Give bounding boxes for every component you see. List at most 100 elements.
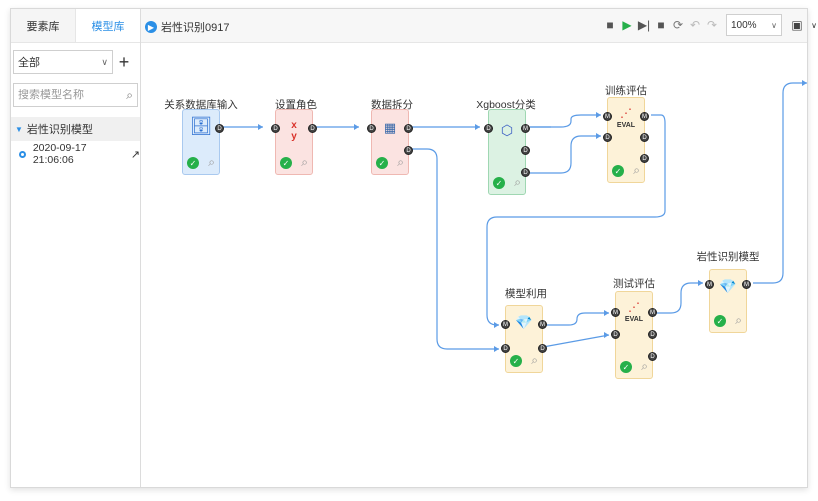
- gem-icon: 💎: [515, 314, 533, 330]
- magnifier-icon[interactable]: ⌕: [735, 313, 742, 327]
- node-xgboost[interactable]: ⬡ ✓ ⌕ D M D D: [484, 109, 530, 195]
- eval-chart-icon: ⋰: [620, 106, 632, 120]
- port-output-2[interactable]: D: [521, 146, 530, 155]
- node-data-split[interactable]: ▦ ✓ ⌕ D D D: [367, 109, 413, 175]
- port-model-in[interactable]: M: [611, 308, 620, 317]
- refresh-icon[interactable]: ⟳: [672, 18, 684, 32]
- node-db-input[interactable]: 🗄 ✓ ⌕ D: [182, 109, 224, 175]
- workflow-icon: ▶: [145, 21, 157, 33]
- magnifier-icon[interactable]: ⌕: [531, 353, 538, 367]
- document-title: ▶ 岩性识别0917: [145, 19, 229, 35]
- port-model-in[interactable]: M: [501, 320, 510, 329]
- checkmark-icon: ✓: [280, 157, 292, 169]
- magnifier-icon[interactable]: ⌕: [208, 155, 215, 169]
- node-model-apply[interactable]: 💎 ✓ ⌕ M D M D: [501, 305, 547, 373]
- node-test-eval[interactable]: ⋰ EVAL ✓ ⌕ M D M D D: [611, 291, 657, 379]
- edge-split-apply: [405, 148, 499, 350]
- node-train-eval[interactable]: ⋰ EVAL ✓ ⌕ M D M D D: [603, 97, 649, 183]
- magnifier-icon[interactable]: ⌕: [641, 359, 648, 373]
- version-dot-icon: [19, 150, 26, 158]
- caret-down-icon[interactable]: ▼: [15, 124, 23, 134]
- document-title-text: 岩性识别0917: [161, 22, 230, 34]
- port-output-1[interactable]: M: [648, 308, 657, 317]
- port-output-2[interactable]: D: [538, 344, 547, 353]
- port-input[interactable]: D: [367, 124, 376, 133]
- port-output-1[interactable]: M: [538, 320, 547, 329]
- filter-row: 全部 ∨ +: [11, 47, 140, 77]
- tab-element-library[interactable]: 要素库: [11, 9, 75, 42]
- magnifier-icon[interactable]: ⌕: [301, 155, 308, 169]
- edge-xgb-traineval2: [530, 135, 601, 174]
- node-input-label: 关系数据库输入: [164, 99, 238, 111]
- port-output-3[interactable]: D: [648, 352, 657, 361]
- edge-layer: [221, 80, 807, 352]
- port-model-in[interactable]: M: [705, 280, 714, 289]
- tree-group-label: 岩性识别模型: [26, 124, 93, 136]
- search-input[interactable]: [18, 89, 118, 101]
- app-window: 要素库 模型库 全部 ∨ + ⌕ ▼ 岩性识别模型 2020-09-17 21:…: [10, 8, 817, 488]
- edge-apply-testeval1: [543, 312, 609, 326]
- gem-icon: 💎: [719, 278, 737, 294]
- tab-model-library[interactable]: 模型库: [75, 9, 140, 42]
- magnifier-icon[interactable]: ⌕: [397, 155, 404, 169]
- redo-icon[interactable]: ↷: [706, 18, 718, 32]
- node-save-model[interactable]: 💎 ✓ ⌕ M M: [705, 269, 751, 333]
- external-link-icon[interactable]: ↗: [130, 148, 140, 161]
- port-output-1[interactable]: M: [640, 112, 649, 121]
- chevron-down-icon: ∨: [101, 56, 108, 67]
- port-data-in[interactable]: D: [501, 344, 510, 353]
- chevron-down-icon: ∨: [771, 20, 777, 30]
- save-icon[interactable]: ■: [606, 18, 614, 32]
- edge-xgb-traineval1: [530, 114, 601, 128]
- port-input[interactable]: D: [484, 124, 493, 133]
- magnifier-icon[interactable]: ⌕: [514, 175, 521, 189]
- chevron-down-icon[interactable]: ∨: [811, 20, 817, 30]
- top-bar: ▶ 岩性识别0917 ■ ▶ ▶| ■ ⟳ ↶ ↷ 100% ∨ ▣ ∨ ⚙: [141, 9, 817, 43]
- table-split-icon: ▦: [383, 120, 397, 135]
- port-output[interactable]: D: [215, 124, 224, 133]
- port-model-in[interactable]: M: [603, 112, 612, 121]
- edge-apply-testeval2: [542, 334, 610, 348]
- node-xgb-label: Xgboost分类: [476, 99, 536, 111]
- port-output[interactable]: M: [742, 280, 751, 289]
- add-button[interactable]: +: [118, 51, 130, 72]
- node-apply-label: 模型利用: [505, 288, 547, 300]
- search-icon[interactable]: ⌕: [126, 87, 133, 102]
- port-data-in[interactable]: D: [611, 330, 620, 339]
- edge-testeval-save: [653, 282, 703, 314]
- tree-item-label: 2020-09-17 21:06:06: [32, 142, 87, 166]
- port-input[interactable]: D: [271, 124, 280, 133]
- magnifier-icon[interactable]: ⌕: [633, 163, 640, 177]
- left-panel: 要素库 模型库 全部 ∨ + ⌕ ▼ 岩性识别模型 2020-09-17 21:…: [11, 9, 141, 487]
- port-output-2[interactable]: D: [640, 133, 649, 142]
- node-test-eval-label: 测试评估: [613, 278, 655, 290]
- library-tabs: 要素库 模型库: [11, 9, 140, 43]
- node-save-model-label: 岩性识别模型: [696, 251, 760, 263]
- category-select[interactable]: 全部 ∨: [13, 50, 113, 74]
- port-output-3[interactable]: D: [640, 154, 649, 163]
- port-model[interactable]: M: [521, 124, 530, 133]
- node-train-eval-label: 训练评估: [605, 85, 647, 97]
- port-data-in[interactable]: D: [603, 133, 612, 142]
- node-split-label: 数据拆分: [371, 99, 413, 111]
- port-output-2[interactable]: D: [648, 330, 657, 339]
- port-output[interactable]: D: [308, 124, 317, 133]
- port-output-1[interactable]: D: [404, 124, 413, 133]
- screenshot-icon[interactable]: ▣: [791, 18, 803, 32]
- step-run-icon[interactable]: ▶|: [637, 18, 651, 32]
- zoom-select[interactable]: 100% ∨: [726, 14, 782, 36]
- checkmark-icon: ✓: [510, 355, 522, 367]
- undo-icon[interactable]: ↶: [689, 18, 701, 32]
- port-output-3[interactable]: D: [521, 168, 530, 177]
- node-role-label: 设置角色: [275, 99, 317, 111]
- tree-item-row[interactable]: 2020-09-17 21:06:06 ↗: [11, 141, 140, 167]
- tree-group-row[interactable]: ▼ 岩性识别模型: [11, 117, 140, 141]
- edge-traineval-apply: [486, 114, 666, 326]
- stop-icon[interactable]: ■: [657, 18, 665, 32]
- database-icon: 🗄: [189, 116, 213, 136]
- port-output-2[interactable]: D: [404, 146, 413, 155]
- run-icon[interactable]: ▶: [622, 18, 632, 32]
